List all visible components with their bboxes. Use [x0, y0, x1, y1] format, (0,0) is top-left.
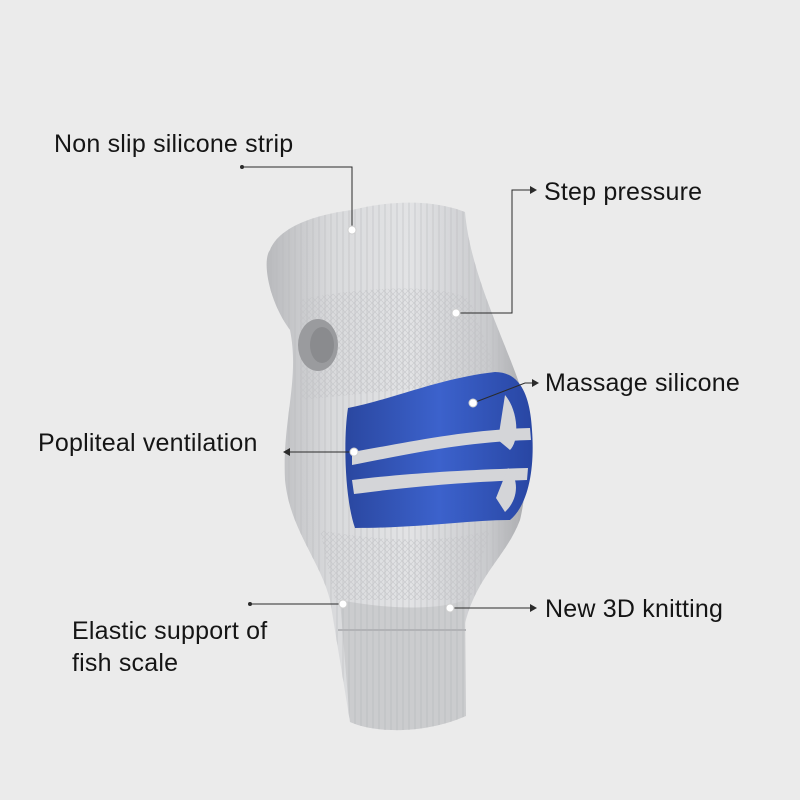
callout-leader-lines	[242, 166, 534, 609]
label-popliteal-ventilation: Popliteal ventilation	[38, 429, 258, 457]
label-non-slip-silicone-strip: Non slip silicone strip	[54, 130, 294, 158]
label-massage-silicone: Massage silicone	[545, 369, 740, 397]
label-step-pressure: Step pressure	[544, 178, 703, 206]
label-elastic-support-line2: fish scale	[72, 649, 179, 677]
label-new-3d-knitting: New 3D knitting	[545, 595, 724, 623]
label-elastic-support-line1: Elastic support of	[72, 617, 268, 645]
